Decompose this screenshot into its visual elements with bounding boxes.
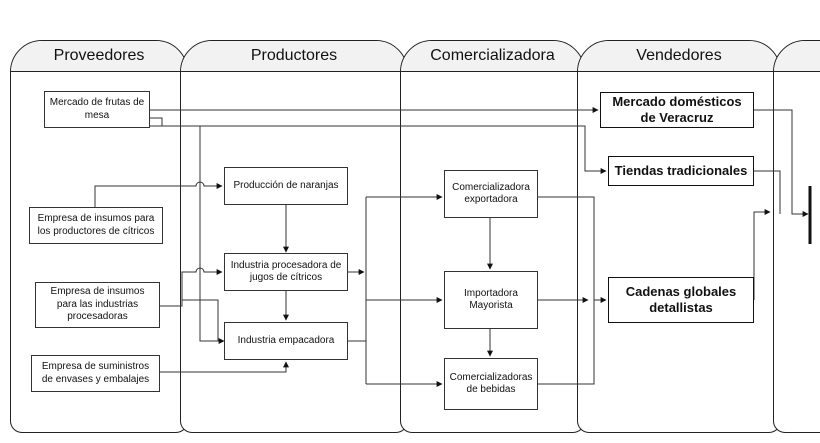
- box-empresa-insumos-industrias-label: Empresa de insumos para las industrias p…: [50, 286, 145, 323]
- box-industria-jugos-label: Industria procesadora de jugos de cítric…: [230, 259, 342, 284]
- lane-header-extra: [774, 41, 820, 72]
- lane-productores: Productores: [180, 40, 408, 433]
- lane-header-productores: Productores: [181, 41, 407, 72]
- box-comercializadoras-bebidas-label: Comercializadoras de bebidas: [449, 371, 533, 396]
- box-mercado-domesticos-label: Mercado domésticos de Veracruz: [612, 94, 742, 125]
- box-mercado-domesticos: Mercado domésticos de Veracruz: [600, 92, 754, 128]
- box-comercializadora-exportadora-label: Comercializadora exportadora: [452, 181, 530, 206]
- lane-header-comercializadora: Comercializadora: [401, 41, 584, 72]
- box-importadora-mayorista: Importadora Mayorista: [444, 271, 538, 329]
- box-cadenas-globales-label: Cadenas globales detallistas: [625, 284, 737, 315]
- box-empresa-envases-label: Empresa de suministros de envases y emba…: [41, 361, 150, 385]
- box-mercado-frutas-label: Mercado de frutas de mesa: [49, 97, 145, 121]
- box-industria-empacadora: Industria empacadora: [224, 322, 348, 360]
- box-tiendas-tradicionales: Tiendas tradicionales: [608, 156, 754, 186]
- box-empresa-insumos-productores-label: Empresa de insumos para los productores …: [37, 213, 155, 237]
- lane-header-proveedores: Proveedores: [11, 41, 187, 72]
- box-empresa-insumos-productores: Empresa de insumos para los productores …: [29, 207, 163, 244]
- box-importadora-mayorista-label: Importadora Mayorista: [464, 287, 518, 312]
- box-comercializadora-exportadora: Comercializadora exportadora: [444, 170, 538, 218]
- box-tiendas-tradicionales-label: Tiendas tradicionales: [614, 163, 748, 179]
- box-mercado-frutas: Mercado de frutas de mesa: [44, 91, 150, 128]
- box-comercializadoras-bebidas: Comercializadoras de bebidas: [444, 358, 538, 410]
- box-empresa-envases: Empresa de suministros de envases y emba…: [31, 355, 160, 392]
- box-industria-jugos: Industria procesadora de jugos de cítric…: [224, 253, 348, 291]
- lane-extra: [773, 40, 820, 433]
- box-empresa-insumos-industrias: Empresa de insumos para las industrias p…: [35, 282, 160, 328]
- box-produccion-naranjas-label: Producción de naranjas: [233, 179, 339, 191]
- box-cadenas-globales: Cadenas globales detallistas: [608, 277, 754, 323]
- lane-header-vendedores: Vendedores: [578, 41, 780, 72]
- box-produccion-naranjas: Producción de naranjas: [224, 167, 348, 205]
- box-industria-empacadora-label: Industria empacadora: [237, 334, 335, 346]
